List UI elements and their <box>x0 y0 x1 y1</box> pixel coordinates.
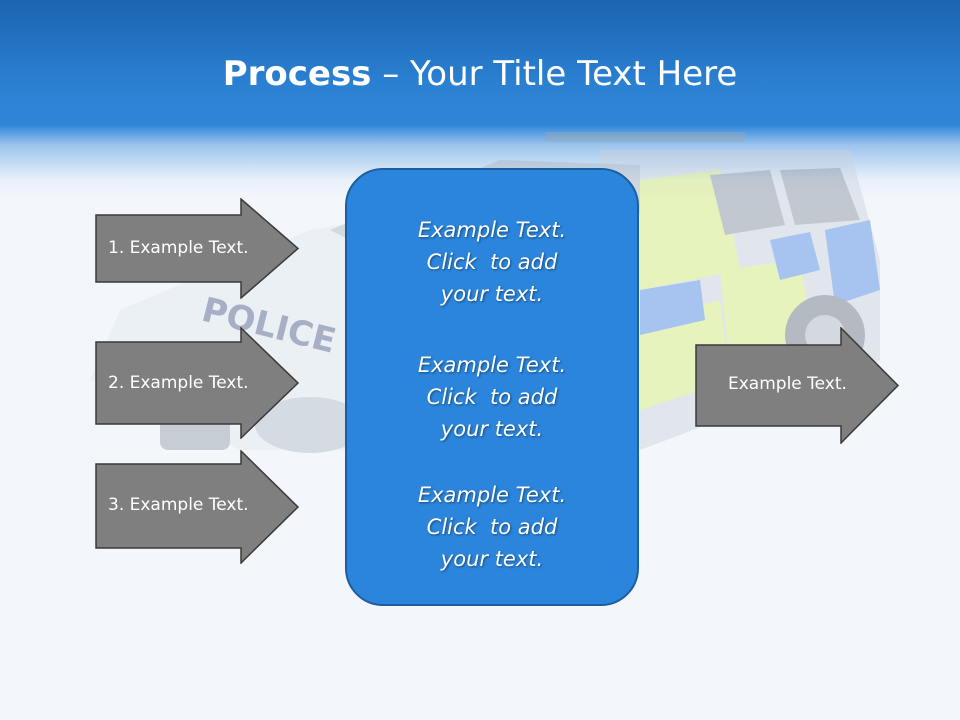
center-line: your text. <box>440 417 544 441</box>
slide-title-rest: – Your Title Text Here <box>371 54 738 94</box>
center-text-box: Example Text. Click to add your text. Ex… <box>345 168 639 606</box>
left-arrow-label: 2. Example Text. <box>108 373 249 393</box>
left-arrow-3: 3. Example Text. <box>95 450 300 564</box>
header-band <box>0 0 960 200</box>
center-paragraph-1: Example Text. Click to add your text. <box>347 214 637 310</box>
slide-title-bold: Process <box>222 54 372 94</box>
center-line: your text. <box>440 547 544 571</box>
right-arrow-label: Example Text. <box>728 374 847 394</box>
center-line: Example Text. <box>417 353 567 377</box>
arrow-shape <box>95 450 300 564</box>
left-arrow-1: 1. Example Text. <box>95 198 300 299</box>
slide-title: Process – Your Title Text Here <box>0 52 960 96</box>
left-arrow-label: 3. Example Text. <box>108 495 249 515</box>
center-line: Example Text. <box>417 218 567 242</box>
center-paragraph-3: Example Text. Click to add your text. <box>347 479 637 575</box>
arrow-shape <box>95 198 300 299</box>
left-arrow-2: 2. Example Text. <box>95 327 300 439</box>
right-arrow: Example Text. <box>695 327 900 444</box>
center-line: Example Text. <box>417 483 567 507</box>
center-line: your text. <box>440 282 544 306</box>
left-arrow-label: 1. Example Text. <box>108 238 249 258</box>
center-line: Click to add <box>426 385 558 409</box>
center-line: Click to add <box>426 515 558 539</box>
arrow-shape <box>95 327 300 439</box>
arrow-shape <box>695 327 900 444</box>
center-paragraph-2: Example Text. Click to add your text. <box>347 349 637 445</box>
center-line: Click to add <box>426 250 558 274</box>
